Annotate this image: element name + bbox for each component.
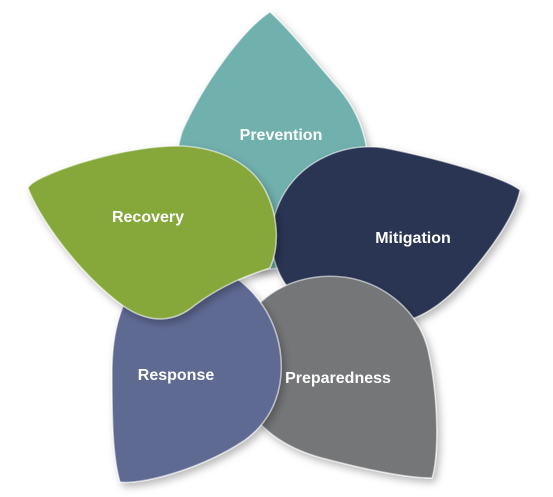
petal-recovery xyxy=(27,145,278,320)
label-preparedness: Preparedness xyxy=(285,370,391,387)
label-response: Response xyxy=(138,367,215,384)
label-prevention: Prevention xyxy=(240,127,323,144)
label-recovery: Recovery xyxy=(112,209,184,226)
label-mitigation: Mitigation xyxy=(375,230,451,247)
